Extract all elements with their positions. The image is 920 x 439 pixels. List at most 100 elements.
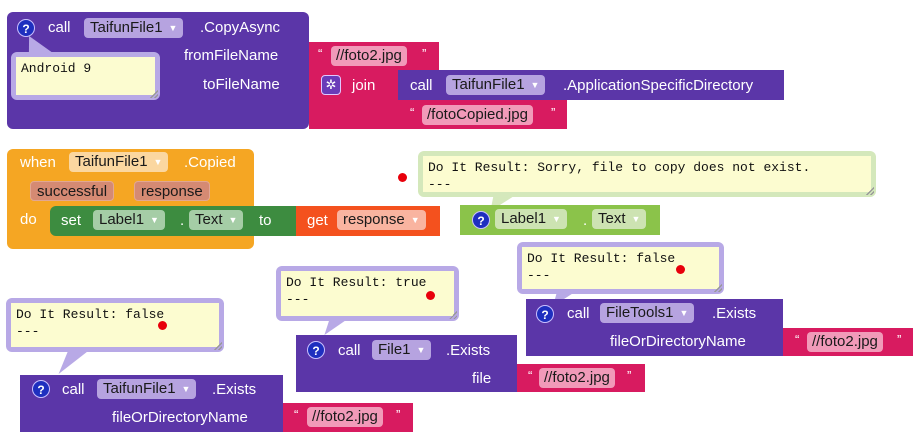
help-icon[interactable]: ? <box>536 305 554 323</box>
open-quote: “ <box>795 332 800 347</box>
param-label: fileOrDirectoryName <box>112 409 248 426</box>
component-name: Label1 <box>501 210 547 227</box>
resize-handle[interactable] <box>214 342 222 350</box>
result-text: Do It Result: true --- <box>281 271 454 316</box>
component-dropdown[interactable]: Label1 ▼ <box>495 209 567 229</box>
chevron-down-icon: ▼ <box>631 214 641 225</box>
string-value[interactable]: //foto2.jpg <box>807 332 883 352</box>
chevron-down-icon: ▼ <box>168 23 178 34</box>
component-dropdown[interactable]: TaifunFile1 ▼ <box>84 18 184 38</box>
dot-separator: . <box>180 212 185 229</box>
help-icon[interactable]: ? <box>472 211 490 229</box>
component-dropdown[interactable]: TaifunFile1 ▼ <box>97 379 197 399</box>
method-name: .ApplicationSpecificDirectory <box>563 77 754 94</box>
bubble-tail <box>318 319 348 335</box>
component-dropdown[interactable]: File1 ▼ <box>372 340 432 360</box>
component-name: TaifunFile1 <box>452 76 525 93</box>
comment-bubble[interactable]: Android 9 <box>11 52 160 100</box>
result-bubble[interactable]: Do It Result: false --- <box>517 242 724 294</box>
property-dropdown[interactable]: Text ▼ <box>592 209 647 229</box>
set-label: set <box>61 212 82 229</box>
param-label-from: fromFileName <box>184 47 279 64</box>
chevron-down-icon: ▼ <box>416 345 426 356</box>
string-value[interactable]: //foto2.jpg <box>331 46 407 66</box>
result-bubble[interactable]: Do It Result: false --- <box>6 298 224 352</box>
chevron-down-icon: ▼ <box>228 215 238 226</box>
when-label: when <box>20 154 56 171</box>
chevron-down-icon: ▼ <box>153 157 163 168</box>
event-name: .Copied <box>184 154 236 171</box>
call-label: call <box>48 19 71 36</box>
chevron-down-icon: ▼ <box>181 384 191 395</box>
string-value[interactable]: //foto2.jpg <box>539 368 615 388</box>
help-icon[interactable]: ? <box>32 380 50 398</box>
chevron-down-icon: ▼ <box>679 308 689 319</box>
resize-handle[interactable] <box>150 90 158 98</box>
breakpoint-dot <box>426 291 435 300</box>
param-label: file <box>472 370 492 387</box>
result-bubble[interactable]: Do It Result: true --- <box>276 266 459 321</box>
call-label: call <box>338 342 361 359</box>
gear-icon[interactable]: ✲ <box>321 75 341 95</box>
property-dropdown[interactable]: Text ▼ <box>189 210 244 230</box>
result-bubble[interactable]: Do It Result: Sorry, file to copy does n… <box>418 151 876 197</box>
result-text: Do It Result: false --- <box>11 303 219 347</box>
component-name: Label1 <box>99 211 145 228</box>
breakpoint-dot <box>676 265 685 274</box>
bubble-tail <box>51 350 90 374</box>
method-name: .Exists <box>446 342 491 359</box>
chevron-down-icon: ▼ <box>552 214 561 225</box>
resize-handle[interactable] <box>866 187 874 195</box>
do-label: do <box>20 211 37 228</box>
component-name: FileTools1 <box>606 304 674 321</box>
method-name: .Exists <box>712 305 757 322</box>
method-name: .CopyAsync <box>200 19 281 36</box>
help-icon[interactable]: ? <box>307 341 325 359</box>
close-quote: ” <box>627 368 632 383</box>
set-block[interactable] <box>50 206 296 236</box>
component-dropdown[interactable]: Label1 ▼ <box>93 210 165 230</box>
comment-text[interactable]: Android 9 <box>16 57 155 95</box>
to-label: to <box>259 212 272 229</box>
param-response[interactable]: response <box>134 181 210 201</box>
chevron-down-icon: ▼ <box>410 215 420 226</box>
call-label: call <box>410 77 433 94</box>
open-quote: “ <box>528 368 533 383</box>
param-successful[interactable]: successful <box>30 181 115 201</box>
help-icon[interactable]: ? <box>17 19 35 37</box>
breakpoint-dot <box>158 321 167 330</box>
param-label: fileOrDirectoryName <box>610 333 746 350</box>
close-quote: ” <box>897 332 902 347</box>
string-value[interactable]: //foto2.jpg <box>307 407 383 427</box>
component-dropdown[interactable]: TaifunFile1 ▼ <box>446 75 546 95</box>
open-quote: “ <box>410 105 415 120</box>
result-text: Do It Result: Sorry, file to copy does n… <box>423 156 871 192</box>
string-value[interactable]: /fotoCopied.jpg <box>422 105 533 125</box>
open-quote: “ <box>318 46 323 61</box>
chevron-down-icon: ▼ <box>530 80 540 91</box>
component-name: TaifunFile1 <box>103 380 176 397</box>
variable-dropdown[interactable]: response ▼ <box>337 210 426 230</box>
breakpoint-dot <box>398 173 407 182</box>
property-name: Text <box>195 211 223 228</box>
chevron-down-icon: ▼ <box>150 215 159 226</box>
method-name: .Exists <box>212 381 257 398</box>
resize-handle[interactable] <box>449 311 457 319</box>
open-quote: “ <box>294 407 299 422</box>
component-dropdown[interactable]: FileTools1 ▼ <box>600 303 695 323</box>
result-text: Do It Result: false --- <box>522 247 719 289</box>
variable-name: response <box>343 211 405 228</box>
close-quote: ” <box>422 46 427 61</box>
property-name: Text <box>598 210 626 227</box>
component-name: TaifunFile1 <box>75 153 148 170</box>
join-label: join <box>352 77 376 94</box>
call-label: call <box>567 305 590 322</box>
get-label: get <box>307 212 328 229</box>
resize-handle[interactable] <box>714 284 722 292</box>
component-dropdown[interactable]: TaifunFile1 ▼ <box>69 152 169 172</box>
component-name: File1 <box>378 341 411 358</box>
dot-separator: . <box>583 212 588 229</box>
close-quote: ” <box>551 105 556 120</box>
close-quote: ” <box>396 407 401 422</box>
component-name: TaifunFile1 <box>90 19 163 36</box>
